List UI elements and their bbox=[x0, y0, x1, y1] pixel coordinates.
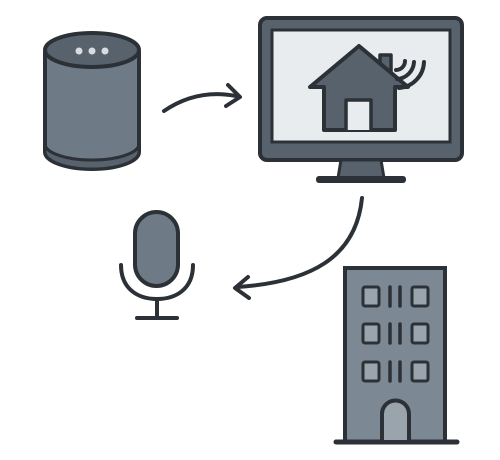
arrow-line bbox=[236, 196, 364, 289]
building-window bbox=[410, 322, 430, 345]
house-body bbox=[308, 44, 410, 132]
wifi-arc bbox=[394, 59, 407, 72]
arrowhead bbox=[233, 275, 251, 300]
monitor-stand-base bbox=[316, 176, 406, 183]
wifi-arc bbox=[395, 60, 416, 81]
smart-speaker-icon bbox=[43, 31, 141, 171]
arrow-monitor-to-microphone bbox=[233, 196, 364, 300]
building-window bbox=[361, 285, 381, 308]
microphone-capsule bbox=[133, 210, 180, 288]
speaker-light-dot bbox=[101, 47, 109, 55]
monitor-neck bbox=[336, 158, 386, 180]
arrowhead bbox=[224, 83, 242, 108]
speaker-light-dot bbox=[88, 47, 96, 55]
building-window bbox=[410, 360, 430, 383]
building-window bbox=[410, 285, 430, 308]
house-door bbox=[344, 98, 373, 130]
wifi-signal-icon bbox=[394, 59, 426, 90]
arrow-speaker-to-monitor bbox=[162, 83, 242, 113]
house-icon bbox=[308, 44, 410, 132]
speaker-body bbox=[43, 50, 141, 171]
arrow-line bbox=[162, 92, 238, 113]
office-building-icon bbox=[333, 266, 460, 445]
speaker-base-band bbox=[43, 143, 141, 171]
building-door bbox=[380, 398, 411, 440]
building-window bbox=[361, 360, 381, 383]
wifi-arc bbox=[397, 60, 426, 90]
speaker-light-dot bbox=[75, 47, 83, 55]
monitor-smart-home-icon bbox=[258, 16, 464, 183]
microphone-icon bbox=[119, 210, 195, 320]
building-window bbox=[361, 322, 381, 345]
